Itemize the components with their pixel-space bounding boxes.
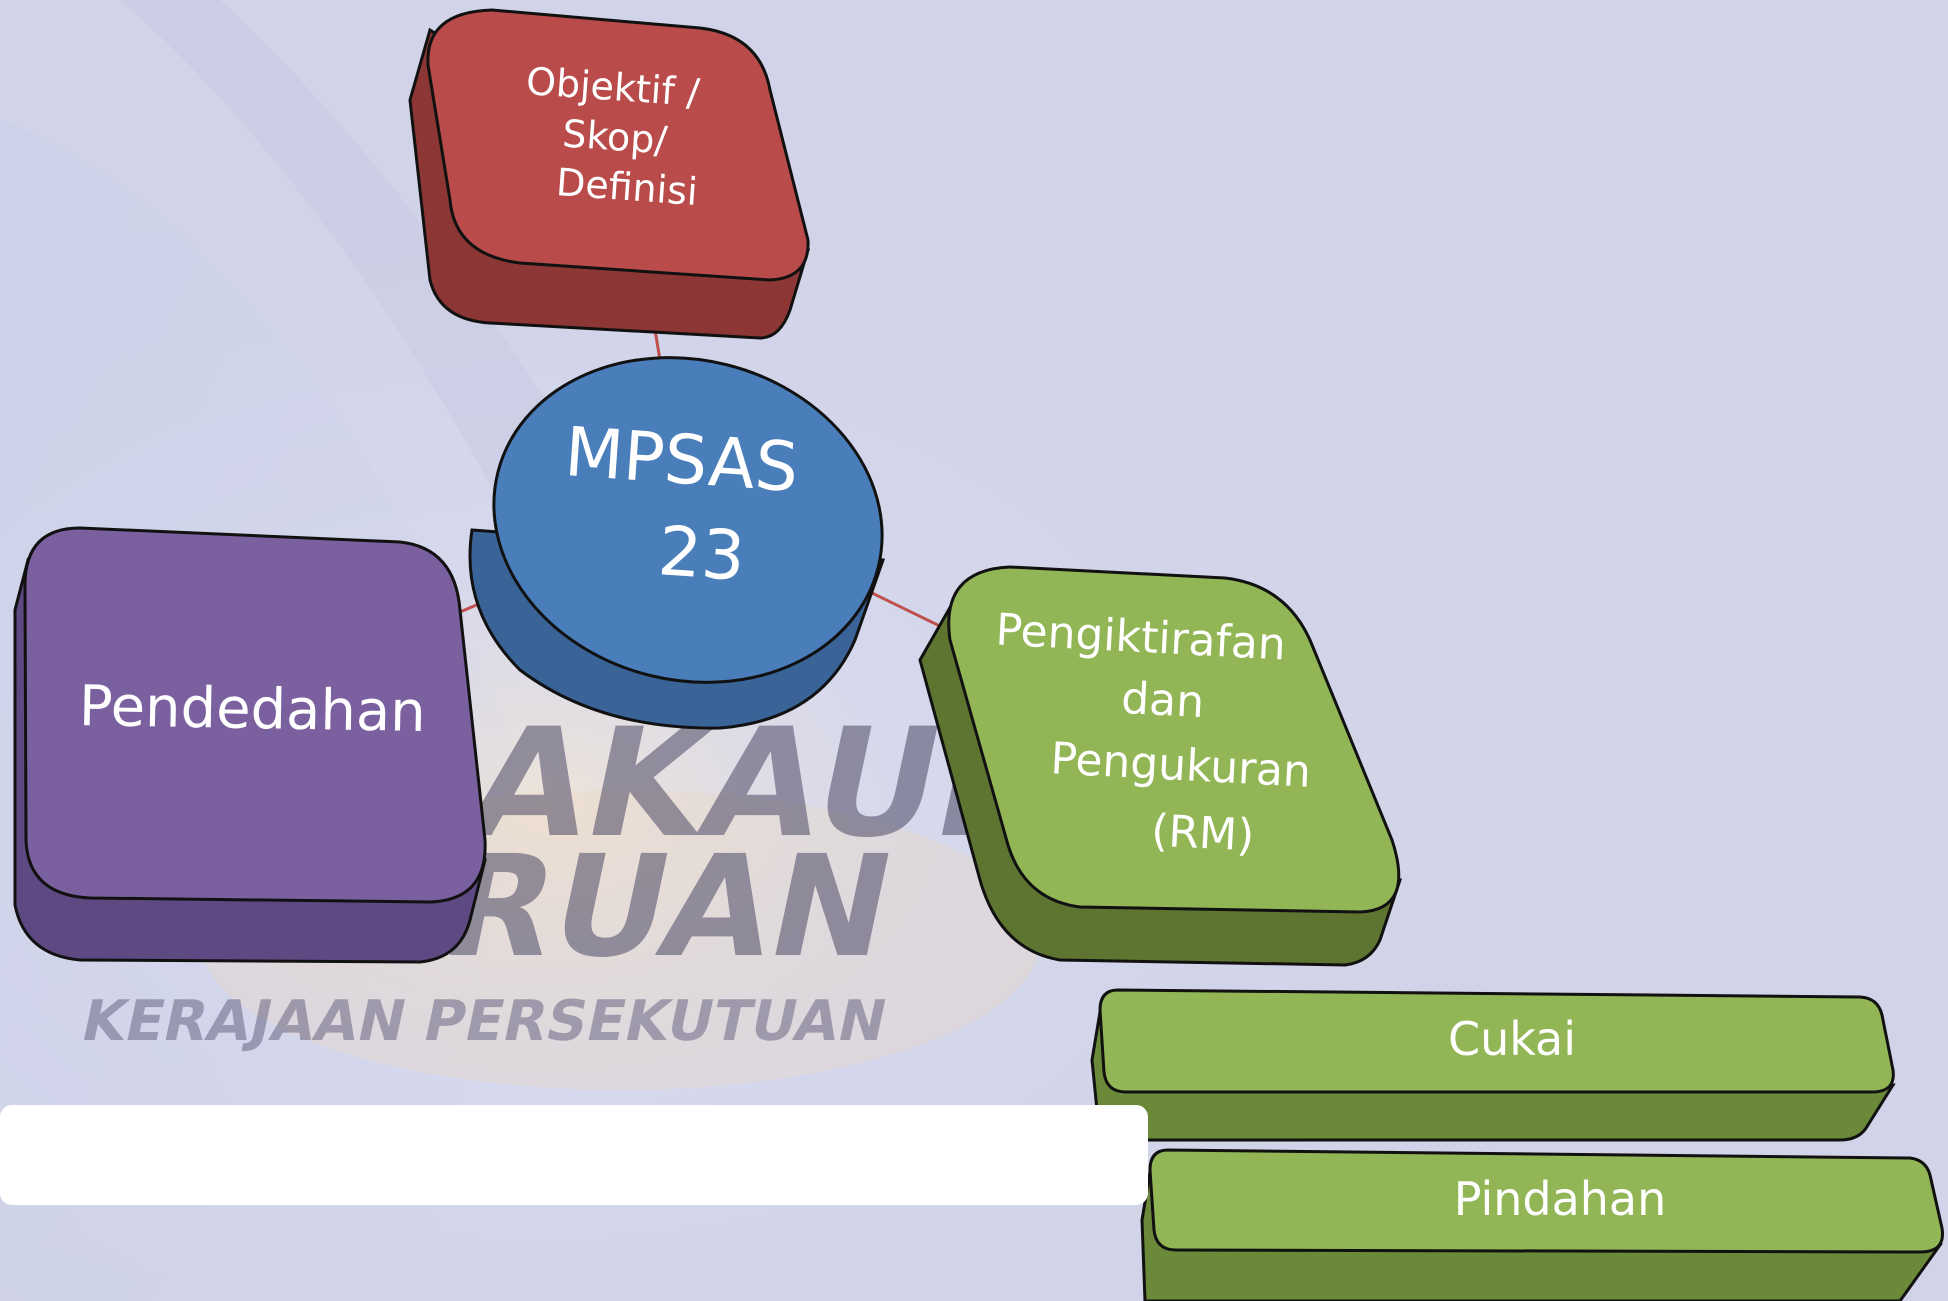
watermark-line-2: RUAN bbox=[430, 826, 907, 988]
node-cukai-face bbox=[1098, 988, 1895, 1094]
node-cukai[interactable]: Cukai bbox=[1090, 988, 1896, 1142]
node-objektif-line-3: Definisi bbox=[555, 160, 699, 214]
node-pendedahan-label: Pendedahan bbox=[78, 674, 426, 745]
node-center-face bbox=[492, 356, 884, 684]
node-pindahan-label: Pindahan bbox=[1454, 1172, 1667, 1226]
node-objektif-line-2: Skop/ bbox=[561, 111, 669, 162]
node-pengiktirafan-line-2: dan bbox=[1120, 673, 1205, 728]
node-pindahan-face bbox=[1148, 1148, 1945, 1254]
connector-objektif bbox=[653, 329, 662, 361]
watermark: AKAUNA RUAN KERAJAAN PERSEKUTUAN bbox=[76, 696, 1199, 1054]
node-center-line-2: 23 bbox=[656, 512, 748, 597]
node-pindahan[interactable]: Pindahan bbox=[1140, 1148, 1945, 1301]
white-text-bar bbox=[0, 1105, 1148, 1205]
node-pendedahan-face bbox=[23, 526, 487, 904]
node-pengiktirafan-line-4: (RM) bbox=[1150, 805, 1255, 861]
node-cukai-label: Cukai bbox=[1448, 1012, 1576, 1066]
node-objektif[interactable]: Objektif / Skop/ Definisi bbox=[408, 8, 811, 340]
watermark-line-3: KERAJAAN PERSEKUTUAN bbox=[76, 989, 893, 1054]
node-center-line-1: MPSAS bbox=[562, 413, 801, 508]
node-center-mpsas[interactable]: MPSAS 23 bbox=[459, 317, 917, 730]
node-pendedahan[interactable]: Pendedahan bbox=[13, 526, 487, 964]
node-objektif-face bbox=[426, 8, 810, 282]
node-pengiktirafan-face bbox=[947, 565, 1401, 914]
node-pengiktirafan[interactable]: Pengiktirafan dan Pengukuran (RM) bbox=[918, 565, 1403, 967]
